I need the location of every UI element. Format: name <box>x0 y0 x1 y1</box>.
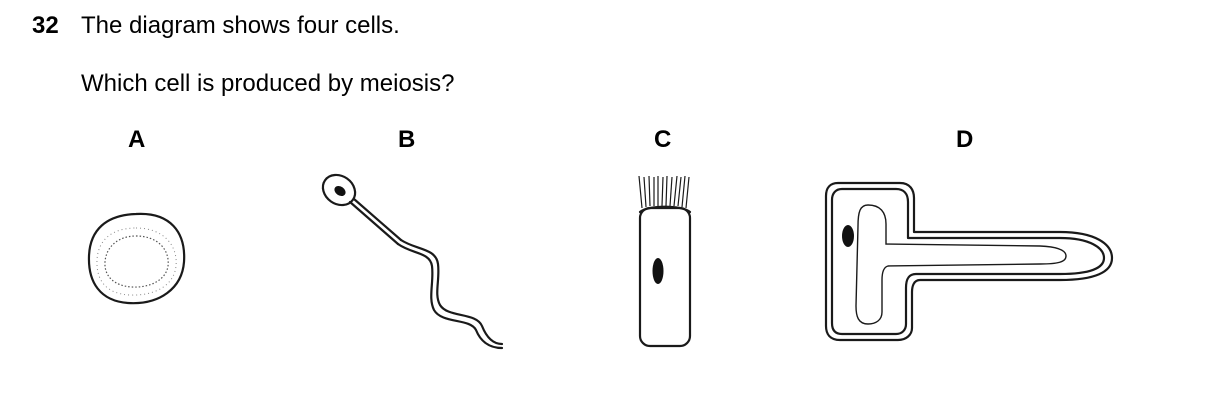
option-label-a[interactable]: A <box>128 126 146 153</box>
cell-b-sperm-cell[interactable] <box>317 169 504 350</box>
cell-d-root-hair-cell[interactable] <box>824 181 1114 342</box>
cell-a-red-blood-cell[interactable] <box>87 212 186 305</box>
question-number: 32 <box>32 12 59 39</box>
cell-c-ciliated-cell[interactable] <box>638 175 692 348</box>
option-label-c[interactable]: C <box>654 126 672 153</box>
question-prompt: Which cell is produced by meiosis? <box>81 70 455 97</box>
option-label-d[interactable]: D <box>956 126 974 153</box>
question-stem: The diagram shows four cells. <box>81 12 400 39</box>
option-label-b[interactable]: B <box>398 126 416 153</box>
